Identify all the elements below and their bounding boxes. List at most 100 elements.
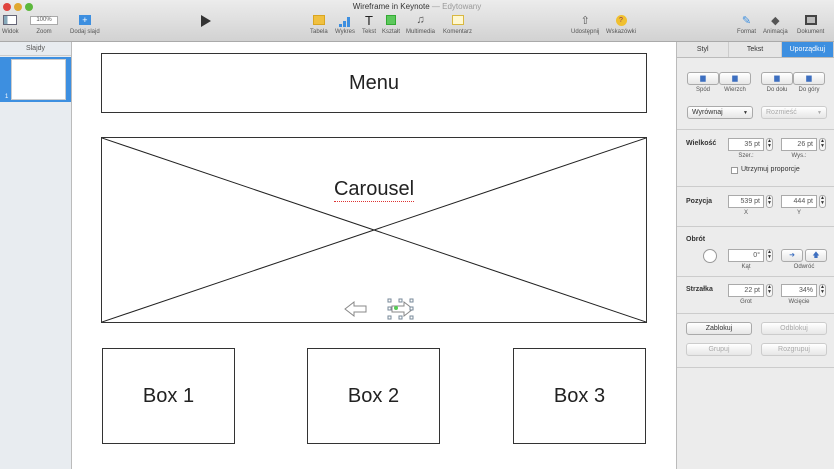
backward-button[interactable]: ▆ (761, 72, 793, 85)
arrow-left-icon[interactable] (344, 301, 368, 317)
comment-icon (443, 13, 472, 27)
box-label: Box 1 (142, 384, 195, 407)
order-section: ▆ ▆ ▆ ▆ Spód Wierzch Do dołu Do góry Wyr… (677, 58, 834, 130)
label: Multimedia (406, 29, 436, 35)
group-button[interactable]: Grupuj (686, 343, 752, 356)
view-button[interactable]: Widok (2, 13, 19, 35)
flip-vertical-button[interactable]: 🡅 (805, 249, 827, 262)
label: Utrzymuj proporcje (741, 166, 800, 173)
angle-field[interactable]: 0° (728, 249, 764, 262)
tab-arrange[interactable]: Uporządkuj (781, 42, 834, 57)
sidebar-view-icon (2, 13, 19, 27)
height-field[interactable]: 26 pt (781, 138, 817, 151)
label: Tekst (362, 29, 377, 35)
x-field[interactable]: 539 pt (728, 195, 764, 208)
label: Format (737, 29, 757, 35)
lock-button[interactable]: Zablokuj (686, 322, 752, 335)
indent-field[interactable]: 34% (781, 284, 817, 297)
label: Spód (695, 87, 710, 93)
unlock-button[interactable]: Odblokuj (761, 322, 827, 335)
label: Kształt (382, 29, 401, 35)
front-button[interactable]: ▆ (719, 72, 751, 85)
back-button[interactable]: ▆ (687, 72, 719, 85)
ungroup-button[interactable]: Rozgrupuj (761, 343, 827, 356)
table-button[interactable]: Tabela (310, 13, 328, 35)
arrowhead-stepper[interactable]: ▲▼ (766, 284, 773, 297)
tab-style[interactable]: Styl (677, 42, 730, 57)
chart-icon (335, 13, 355, 27)
share-button[interactable]: ⇧Udostępnij (571, 13, 599, 36)
rotation-section: Obrót 0° ▲▼ ➜ 🡅 Kąt Odwróć (677, 227, 834, 277)
position-section: Pozycja 539 pt ▲▼ 444 pt ▲▼ X Y (677, 187, 834, 227)
angle-stepper[interactable]: ▲▼ (766, 249, 773, 262)
animation-button[interactable]: ◆ Animacja (763, 13, 788, 36)
distribute-dropdown[interactable]: Rozmieść▼ (761, 106, 827, 119)
box-1[interactable]: Box 1 (102, 348, 235, 444)
lock-group-section: Zablokuj Odblokuj Grupuj Rozgrupuj (677, 314, 834, 368)
toolbar: Wireframe in Keynote — Edytowany Widok 1… (0, 0, 834, 42)
shape-button[interactable]: Kształt (382, 13, 400, 35)
box-2[interactable]: Box 2 (307, 348, 440, 444)
minimize-button[interactable] (14, 3, 22, 11)
tips-button[interactable]: ?Wskazówki (606, 13, 636, 35)
comment-button[interactable]: Komentarz (443, 13, 472, 35)
arrowhead-field[interactable]: 22 pt (728, 284, 764, 297)
label: Animacja (763, 29, 788, 35)
box-3[interactable]: Box 3 (513, 348, 646, 444)
zoom-select[interactable]: 100% Zoom (30, 13, 58, 35)
width-field[interactable]: 35 pt (728, 138, 764, 151)
placeholder-cross-icon (102, 138, 646, 322)
label: Tabela (310, 29, 328, 35)
forward-button[interactable]: ▆ (793, 72, 825, 85)
slide-canvas[interactable]: Menu Carousel Box 1 Box 2 Box 3 (72, 42, 676, 469)
size-section: Wielkość 35 pt ▲▼ 26 pt ▲▼ Szer.: Wys.: … (677, 130, 834, 187)
x-stepper[interactable]: ▲▼ (766, 195, 773, 208)
carousel-label: Carousel (333, 178, 415, 202)
carousel-box[interactable]: Carousel (101, 137, 647, 323)
keep-ratio-checkbox[interactable] (731, 167, 738, 174)
tab-text[interactable]: Tekst (729, 42, 782, 57)
label: Wcięcie (788, 299, 810, 305)
animation-icon: ◆ (771, 14, 780, 27)
y-field[interactable]: 444 pt (781, 195, 817, 208)
flip-horizontal-button[interactable]: ➜ (781, 249, 803, 262)
label: Wskazówki (606, 29, 637, 35)
media-button[interactable]: ♫Multimedia (406, 13, 435, 35)
document-button[interactable]: Dokument (797, 13, 824, 35)
size-heading: Wielkość (686, 140, 717, 147)
add-slide-icon: + (70, 13, 100, 27)
play-icon[interactable] (201, 15, 211, 27)
slide-navigator: Slajdy 1 (0, 42, 72, 469)
label: Rozmieść (766, 109, 797, 116)
height-stepper[interactable]: ▲▼ (819, 138, 826, 151)
label: Wierzch (724, 87, 746, 93)
arrow-section: Strzałka 22 pt ▲▼ 34% ▲▼ Grot Wcięcie (677, 277, 834, 314)
label: Dokument (797, 29, 825, 35)
box-label: Box 3 (553, 384, 606, 407)
width-stepper[interactable]: ▲▼ (766, 138, 773, 151)
label: Do góry (798, 87, 820, 93)
add-slide-button[interactable]: +Dodaj slajd (70, 13, 100, 35)
label: Wys.: (791, 153, 807, 159)
zoom-value: 100% (30, 15, 58, 25)
close-button[interactable] (3, 3, 11, 11)
y-stepper[interactable]: ▲▼ (819, 195, 826, 208)
chart-button[interactable]: Wykres (335, 13, 355, 35)
inspector-panel: Styl Tekst Uporządkuj ▆ ▆ ▆ ▆ Spód Wierz… (676, 42, 834, 469)
slide-thumbnail[interactable]: 1 (0, 57, 71, 102)
arrow-right-selected-icon[interactable] (387, 298, 415, 320)
text-icon: T (365, 12, 373, 28)
label: Komentarz (443, 29, 473, 35)
menu-box[interactable]: Menu (101, 53, 647, 113)
indent-stepper[interactable]: ▲▼ (819, 284, 826, 297)
rotation-dial[interactable] (703, 249, 717, 263)
label: Y (796, 210, 801, 216)
shape-icon (382, 13, 400, 27)
zoom-window-button[interactable] (25, 3, 33, 11)
format-button[interactable]: ✎Format (737, 13, 757, 36)
align-dropdown[interactable]: Wyrównaj▼ (687, 106, 753, 119)
arrow-heading: Strzałka (686, 286, 713, 293)
label: Wyrównaj (692, 109, 723, 116)
label: Zoom (36, 29, 52, 35)
